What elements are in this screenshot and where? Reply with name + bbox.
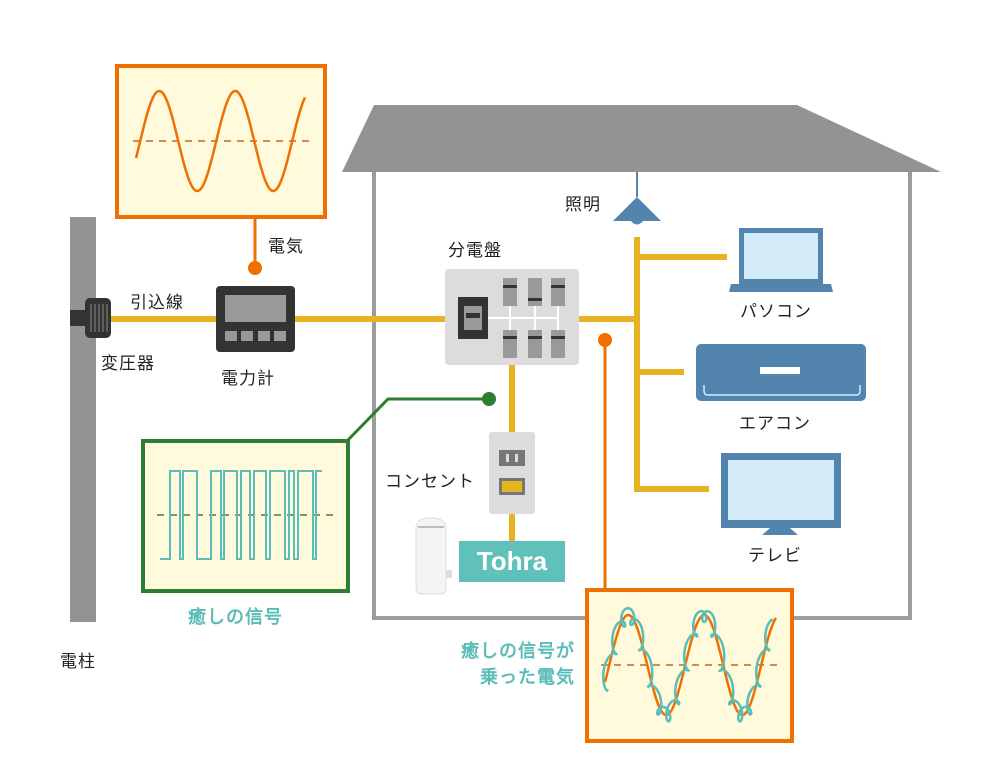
healing-signal-callout-dot xyxy=(482,392,496,406)
electricity-callout-dot xyxy=(248,261,262,275)
label-power-meter: 電力計 xyxy=(221,369,275,389)
tohra-badge: Tohra xyxy=(459,541,565,582)
outlet-icon xyxy=(489,432,535,514)
label-distribution-board: 分電盤 xyxy=(448,241,502,261)
label-tv: テレビ xyxy=(748,546,802,566)
label-outlet: コンセント xyxy=(385,472,475,492)
healing-signal-pulse-wave xyxy=(160,470,322,560)
combined-callout-dot xyxy=(598,333,612,347)
electricity-sine-wave xyxy=(134,89,307,193)
laptop-icon xyxy=(729,228,833,292)
house-roof xyxy=(342,105,941,172)
label-transformer: 変圧器 xyxy=(101,354,155,374)
lamp-icon xyxy=(613,197,661,225)
air-conditioner-icon xyxy=(696,344,866,401)
label-service-drop: 引込線 xyxy=(130,293,184,313)
label-healing-electric-line1: 癒しの信号が xyxy=(461,641,575,662)
label-electricity: 電気 xyxy=(268,237,304,257)
utility-pole xyxy=(70,217,96,622)
tohra-device-image xyxy=(415,517,452,595)
label-healing-electric-line2: 乗った電気 xyxy=(480,667,575,688)
healing-signal-callout-line xyxy=(345,397,489,443)
label-pc: パソコン xyxy=(740,302,812,322)
distribution-board-icon xyxy=(445,269,579,365)
label-utility-pole: 電柱 xyxy=(60,652,96,672)
label-air-conditioner: エアコン xyxy=(739,414,811,434)
power-meter-icon xyxy=(216,286,295,352)
tv-icon xyxy=(721,453,841,535)
label-healing-signal: 癒しの信号 xyxy=(188,607,283,628)
healing-signal-panel xyxy=(141,439,350,593)
combined-ripple-wave xyxy=(601,606,774,723)
label-lighting: 照明 xyxy=(565,195,601,215)
